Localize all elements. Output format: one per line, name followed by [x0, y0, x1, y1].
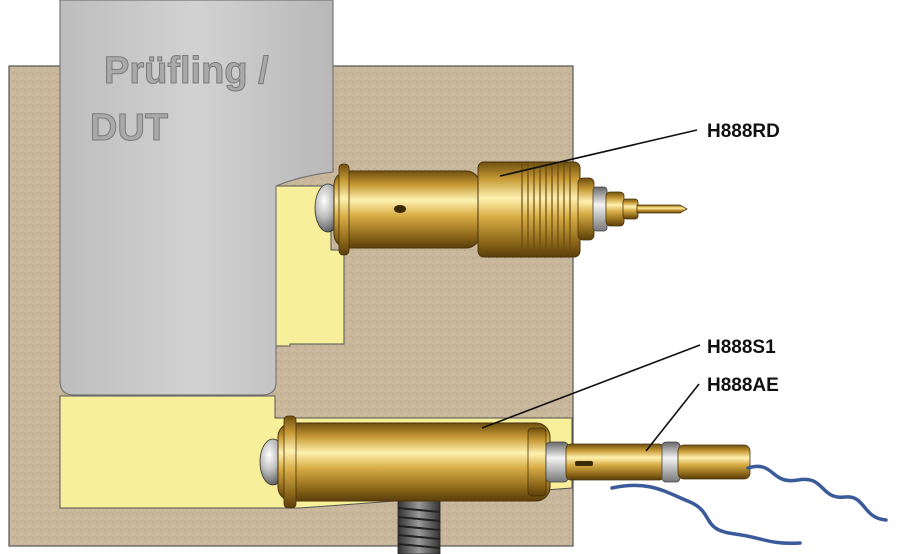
dut-block: Prüfling / DUT: [59, 0, 334, 396]
knurl-pattern: [521, 164, 571, 256]
dut-label-line1: Prüfling /: [104, 50, 269, 92]
dut-label-line2: DUT: [90, 107, 168, 149]
receptacle: [545, 441, 751, 483]
label-top-probe: H888RD: [707, 121, 780, 142]
screw: [397, 499, 441, 554]
label-bottom-probe: H888S1: [707, 337, 776, 358]
leader-receptacle: [645, 383, 700, 452]
top-probe: [314, 161, 688, 258]
bottom-probe: [259, 415, 551, 509]
leader-lines: [481, 129, 701, 452]
leader-bottom-probe: [481, 344, 701, 429]
label-receptacle: H888AE: [707, 375, 779, 396]
leader-top-probe: [499, 129, 698, 177]
cables: [610, 464, 888, 546]
